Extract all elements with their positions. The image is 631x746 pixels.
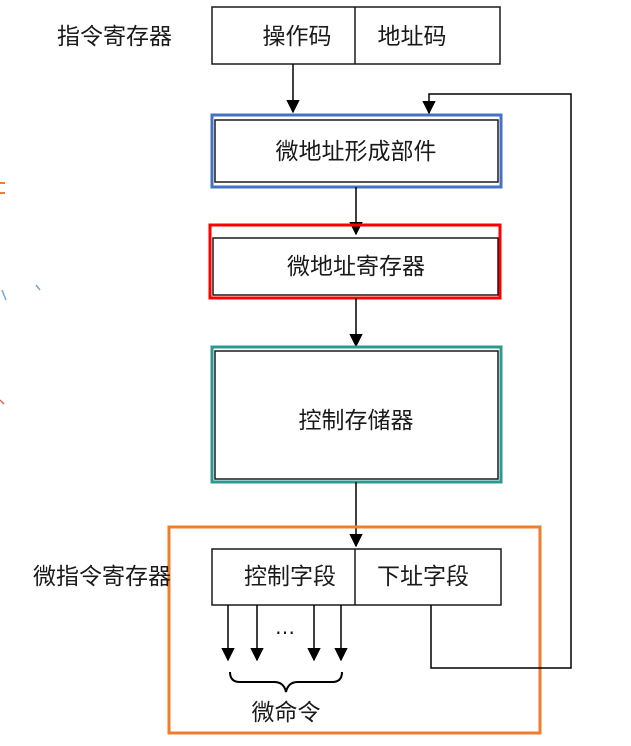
micro-instruction-register-label: 微指令寄存器 [33,564,171,590]
instruction-register-box [211,6,501,65]
register-highlight [208,223,502,300]
next-address-field: 下址字段 [377,564,469,590]
left-edge-fragments [0,182,41,405]
instruction-register-label: 指令寄存器 [57,24,172,50]
micro-address-register-box [212,237,499,296]
micro-instruction-register-box [211,548,502,606]
micro-address-generator-box [214,119,499,183]
micro-command-label: 微命令 [252,700,321,726]
micro-address-generator-label: 微地址形成部件 [276,139,437,165]
feedback-next-address-line [422,93,572,669]
opcode-field: 操作码 [263,24,332,50]
control-field: 控制字段 [244,564,336,590]
micro-address-register-label: 微地址寄存器 [287,254,425,280]
micro-command-ellipsis: … [275,615,295,639]
micro-command-arrows [221,605,348,662]
micro-command-brace [229,671,343,693]
control-store-box [214,350,499,480]
address-code-field: 地址码 [378,24,447,50]
control-store-label: 控制存储器 [299,408,414,434]
microinstruction-highlight [167,525,542,735]
